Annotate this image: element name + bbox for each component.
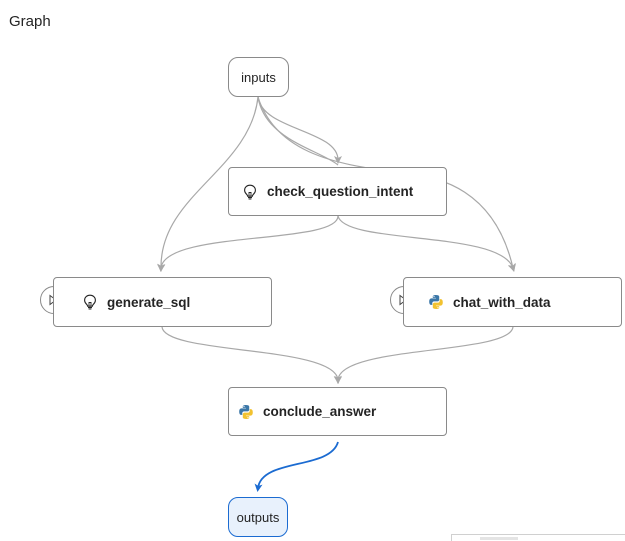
edge-inputs-to-check-question-intent-2 [257, 96, 339, 166]
inputs-node-label: inputs [241, 69, 276, 85]
node-label: chat_with_data [453, 294, 551, 310]
node-conclude-answer[interactable]: conclude_answer [228, 387, 447, 436]
edge-conclude-answer-to-outputs [254, 441, 339, 492]
edge-generate-sql-to-conclude-answer [161, 326, 342, 384]
edge-check-question-intent-to-generate-sql [157, 215, 339, 272]
edge-inputs-to-generate-sql [156, 96, 259, 272]
lightbulb-icon [81, 293, 99, 311]
node-generate-sql[interactable]: generate_sql [53, 277, 272, 327]
python-icon [427, 293, 445, 311]
edge-check-question-intent-to-chat-with-data [337, 215, 516, 272]
edge-inputs-to-check-question-intent [257, 96, 342, 164]
panel-title: Graph [9, 13, 51, 30]
inputs-node[interactable]: inputs [228, 57, 289, 97]
outputs-node[interactable]: outputs [228, 497, 288, 537]
edge-chat-with-data-to-conclude-answer [334, 326, 514, 384]
minimap-viewport [480, 537, 518, 540]
outputs-node-label: outputs [236, 509, 280, 525]
node-label: generate_sql [107, 294, 191, 310]
node-label: conclude_answer [263, 404, 377, 419]
node-check-question-intent[interactable]: check_question_intent [228, 167, 447, 216]
lightbulb-icon [241, 183, 259, 201]
node-chat-with-data[interactable]: chat_with_data [403, 277, 622, 327]
minimap[interactable] [451, 534, 625, 541]
python-icon [237, 403, 255, 421]
node-label: check_question_intent [267, 184, 414, 199]
